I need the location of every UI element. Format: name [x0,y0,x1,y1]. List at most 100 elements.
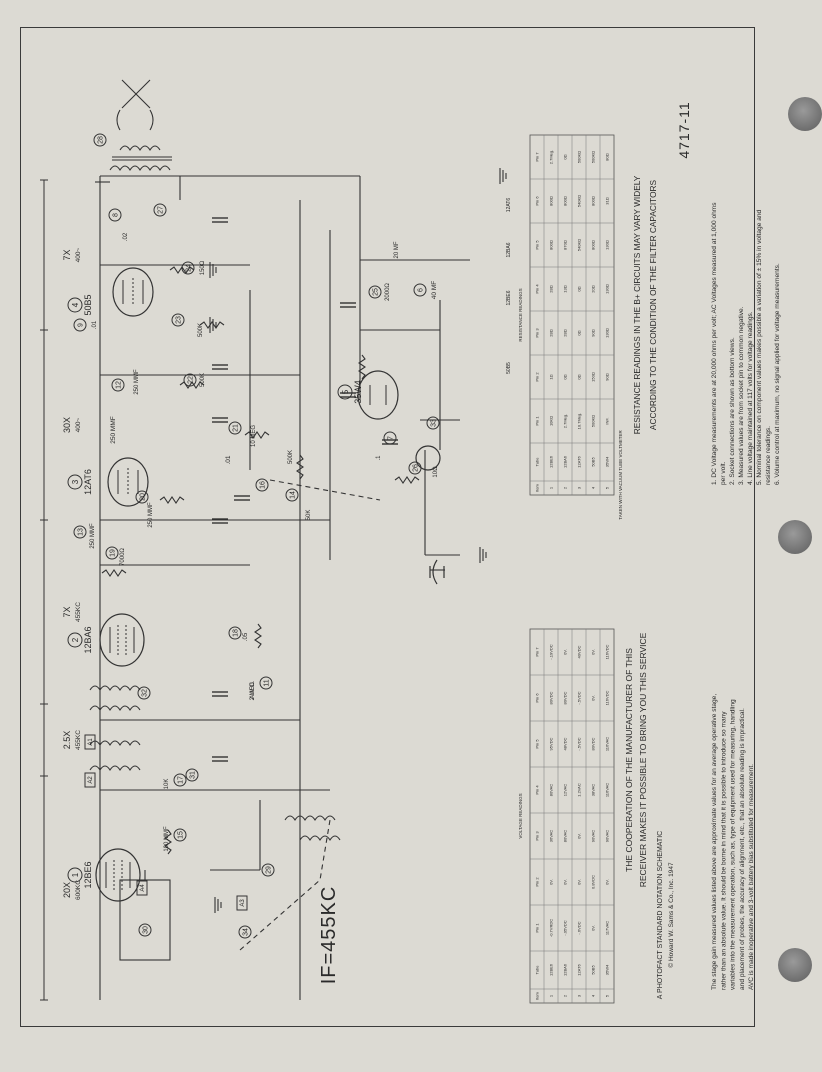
resistance-table-header-cell: Pin 6 [535,196,540,206]
component-26-number: 26 [412,464,419,472]
component-12-number: 12 [115,381,122,389]
coil-labels: 27 28 29 30 31 32 33 34 [93,133,440,939]
component-25-value: 2000Ω [385,283,391,301]
notes-left-line: rather than an absolute value. It should… [720,711,727,990]
if-transformers [89,685,341,842]
component-13-value: 250 MMF [90,523,96,549]
notes-left-line: variables into the measurement operation… [730,699,737,990]
voltage-table-header-cell: Pin 3 [535,831,540,841]
voltage-table-cell: -.6VDC [577,921,582,934]
resistance-table-cell: INF. [605,417,610,424]
stage-freq-3: 455KC [75,602,82,622]
component-20-value: 250 MMF [148,502,154,528]
component-15-value: 100 MMF [164,826,170,852]
notes-right-line: 1. DC Voltage measurements are at 20,000… [711,202,718,485]
resistance-table-cell: 4 [591,486,596,489]
tube-2-number: 2 [71,637,80,642]
voltage-table-cell: 90VAC [591,830,596,842]
output-transformer [109,109,172,172]
stage-gain-ruler [40,179,48,1001]
pinout-label-1: 50B5 [506,362,512,374]
tube-5-type: 35W4 [353,380,363,404]
component-18-number: 18 [232,629,239,637]
component-6-number: 6 [417,288,424,292]
tube-4-number: 4 [71,302,80,307]
resistance-table-cell: 800Ω [591,240,596,250]
resistance-table-cell: 50B5 [591,457,596,467]
voltage-table-cell: 0V. [591,695,596,701]
resistance-table-cell: 90Ω [605,373,610,380]
resistance-table-cell: 28Ω [549,329,554,336]
component-9-value: .01 [92,320,98,329]
voltage-table-cell: 36VAC [549,830,554,842]
stage-gain-4: 30X [62,417,72,433]
component-13-number: 13 [77,528,84,536]
lug-a3: A3 [240,899,246,907]
resistance-table-cell: 1 [549,486,554,489]
resistance-table-cell: 80Ω [605,153,610,160]
component-26-value: 10Ω [433,466,439,478]
component-8-number: 8 [112,213,119,217]
resistance-table-cell: 31Ω [605,197,610,204]
voltage-table-cell: 0V. [605,879,610,885]
resistance-table-cell: 500KΩ [591,151,596,163]
cooperation-block: THE COOPERATION OF THE MANUFACTURER OF T… [624,632,648,887]
voltage-table-cell: 12BE6 [549,963,554,976]
punch-hole-icon [788,97,822,131]
stage-freq-2: 455KC [75,730,82,750]
cap-40mf-label: 40 MF [431,281,438,299]
voltage-table-cell: 0V. [591,649,596,655]
tube-4-type: 50B5 [83,294,93,315]
resistance-table-cell: 540KΩ [577,195,582,207]
resistance-table-cell: 800Ω [549,196,554,206]
voltage-table-cell: 95VDC [549,737,554,750]
stage-gain-5: 7X [62,249,72,260]
voltage-table-cell: 80VDC [591,737,596,750]
tube-5-number: 5 [341,389,350,394]
punch-hole-icon [778,948,812,982]
voltage-table-cell: -.19VDC [549,644,554,659]
coil-27-number: 27 [157,206,164,214]
coil-30-number: 30 [142,926,149,934]
lug-a1: A1 [88,738,94,746]
resistance-table-title: RESISTANCE READINGS [518,288,523,341]
resistance-table-cell: 500KΩ [577,151,582,163]
resistance-table-cell: 12AT6 [577,455,582,467]
voltage-table-header-cell: Pin 6 [535,693,540,703]
punch-hole-icon [778,520,812,554]
component-22-value: 500K [200,373,206,387]
resistance-table-cell: 800Ω [563,196,568,206]
stage-gain-3: 7X [62,606,72,617]
ground-symbols [209,168,507,913]
voltage-table-cell: 3 [577,994,582,997]
resistance-table-cell: 0Ω [563,374,568,379]
component-8-value: .02 [123,232,129,241]
voltage-table-header-cell: Item [535,991,540,999]
tube-internals [105,278,387,890]
tube-labels: 1 12BE6 2 12BA6 3 12AT6 4 50B5 5 35W [67,294,363,889]
voltage-table-cell: 1.2VAC [577,783,582,797]
component-24-value: 150Ω [200,260,206,275]
voltage-table-cell: 0V. [577,833,582,839]
resistance-table-cell: 800Ω [591,196,596,206]
credit-block: A PHOTOFACT STANDARD NOTATION SCHEMATIC … [657,831,675,999]
stage-gain-labels: 20X 2.5X 7X 30X 7X [62,249,72,898]
resistance-table-cell: 130Ω [605,328,610,338]
component-7-number: 7 [387,436,394,440]
cooperation-line-1: THE COOPERATION OF THE MANUFACTURER OF T… [624,648,634,872]
voltage-table-cell: 116VAC [605,737,610,751]
resistance-table-cell: 800Ω [549,240,554,250]
component-17-value: 10K [164,779,170,790]
voltage-table-cell: 4 [591,994,596,997]
resistance-table-header-cell: Tube [535,457,540,467]
resistance-table-cell: 12BE6 [549,455,554,468]
schematic-frame [20,27,755,1027]
voltage-table-cell: 80VDC [563,691,568,704]
page-number: 4717-11 [676,101,692,158]
resistance-table-header-cell: Pin 1 [535,416,540,426]
voltage-table-cell: 80VAC [549,784,554,796]
resistance-table-cell: 10.7Meg. [577,413,582,430]
tube-1-type: 12BE6 [83,861,93,888]
